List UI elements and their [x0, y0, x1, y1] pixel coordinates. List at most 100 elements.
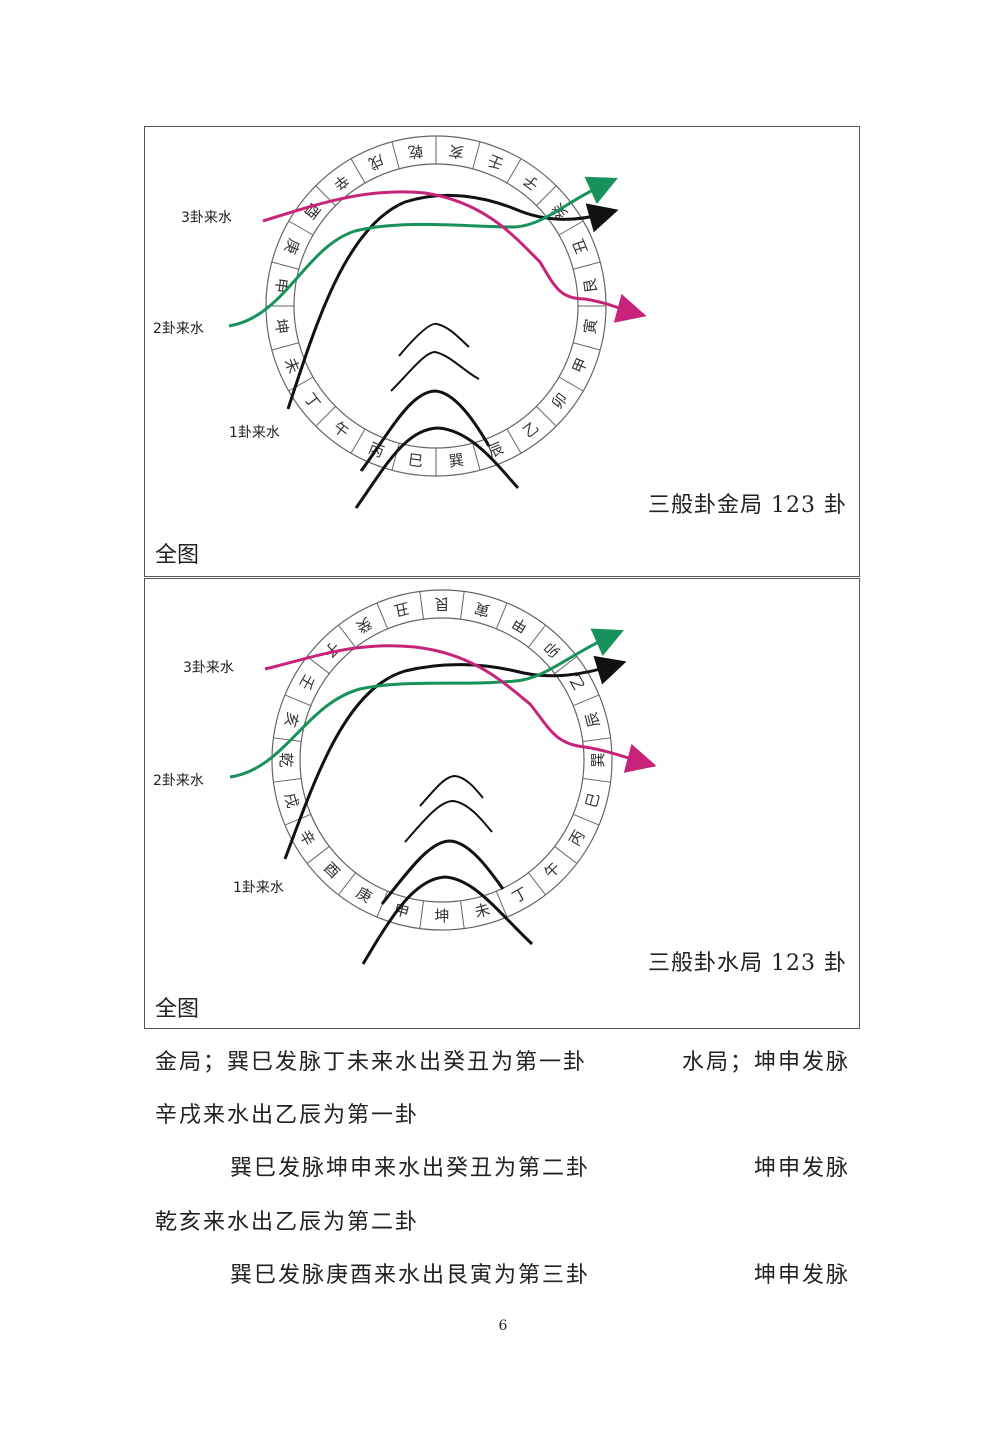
- ring-divider: [558, 220, 584, 236]
- mountain-label: 壬: [485, 151, 506, 173]
- flow-label-3: 3卦来水: [181, 210, 232, 226]
- mountain-ring: 坤申庚酉辛戌乾亥壬子癸丑艮寅甲卯乙辰巽巳丙午丁未: [271, 589, 613, 931]
- mountain-label: 午: [541, 859, 564, 882]
- mountain-label: 艮: [581, 277, 601, 294]
- flow-line-3: [262, 190, 647, 323]
- ring-divider: [472, 141, 481, 169]
- ring-divider: [506, 428, 522, 454]
- mountain-label: 丁: [509, 884, 531, 907]
- body-text-line: 乾亥来水出乙辰为第二卦: [155, 1210, 420, 1235]
- mountain-label: 巽: [448, 451, 465, 471]
- ring-divider: [271, 342, 299, 351]
- flow-label-3: 3卦来水: [183, 660, 234, 676]
- mountain-label: 酉: [320, 859, 343, 882]
- ring-circle: [271, 589, 613, 931]
- ring-divider: [495, 890, 508, 918]
- ring-divider: [350, 158, 366, 184]
- mountain-label: 亥: [448, 141, 465, 161]
- ring-divider: [536, 406, 557, 427]
- mountain-label: 卯: [541, 638, 564, 661]
- ring-divider: [460, 900, 465, 929]
- ring-divider: [306, 846, 330, 864]
- ring-divider: [554, 656, 578, 674]
- flow-line-2: [229, 628, 624, 779]
- diagram-water-bureau: 坤申庚酉辛戌乾亥壬子癸丑艮寅甲卯乙辰巽巳丙午丁未 3卦来水 2卦来水 1卦来水 …: [144, 578, 860, 1029]
- ring-divider: [391, 141, 400, 169]
- flow-line-1: [286, 193, 619, 410]
- flow-label-1: 1卦来水: [233, 880, 284, 896]
- ring-divider: [460, 591, 465, 620]
- ring-divider: [506, 158, 522, 184]
- page-number: 6: [498, 1318, 508, 1334]
- ring-divider: [573, 342, 601, 351]
- ring-divider: [273, 737, 302, 742]
- mountain-label: 戌: [366, 151, 387, 173]
- mountain-label: 坤: [434, 907, 449, 925]
- ring-circle: [293, 163, 579, 449]
- mountain-label: 巳: [407, 451, 424, 471]
- ring-divider: [288, 376, 314, 392]
- diagram-gold-bureau: 巳丙午丁未坤申庚酉辛戌乾亥壬子癸丑艮寅甲卯乙辰巽 3卦来水 2卦来水 1卦来水 …: [144, 126, 860, 577]
- body-text-line: 巽巳发脉坤申来水出癸丑为第二卦: [230, 1156, 591, 1181]
- flow-line-1: [283, 655, 627, 860]
- compass-diagram: 坤申庚酉辛戌乾亥壬子癸丑艮寅甲卯乙辰巽巳丙午丁未 3卦来水 2卦来水 1卦来水: [153, 589, 657, 965]
- ring-divider: [554, 846, 578, 864]
- ring-divider: [419, 591, 424, 620]
- ring-divider: [315, 406, 336, 427]
- mountain-label: 甲: [569, 355, 591, 376]
- ring-divider: [338, 624, 356, 648]
- flow-line-3: [264, 644, 657, 773]
- whole-figure-label: 全图: [155, 997, 200, 1022]
- mountain-label: 乙: [520, 418, 543, 441]
- ring-divider: [284, 694, 312, 707]
- mountain-label: 丙: [566, 827, 589, 849]
- mountain-ridges: [361, 774, 534, 965]
- mountain-ridges: [354, 322, 520, 509]
- ring-divider: [495, 602, 508, 630]
- ring-divider: [338, 872, 356, 896]
- diagram-caption: 三般卦金局 123 卦: [648, 493, 847, 518]
- compass-diagram: 巳丙午丁未坤申庚酉辛戌乾亥壬子癸丑艮寅甲卯乙辰巽 3卦来水 2卦来水 1卦来水: [153, 135, 647, 509]
- ring-divider: [391, 443, 400, 471]
- flow-line-2: [228, 176, 618, 328]
- whole-figure-label: 全图: [155, 543, 200, 568]
- mountain-label: 未: [281, 355, 303, 376]
- ring-divider: [528, 624, 546, 648]
- ring-divider: [350, 428, 366, 454]
- ring-divider: [419, 900, 424, 929]
- mountain-label: 辛: [330, 171, 353, 194]
- mountain-label: 丁: [301, 390, 324, 413]
- mountain-label: 坤: [271, 318, 291, 335]
- mountain-label: 壬: [295, 671, 318, 693]
- mountain-label: 艮: [434, 595, 449, 613]
- ring-divider: [536, 185, 557, 206]
- mountain-label: 甲: [509, 613, 531, 636]
- ring-divider: [271, 261, 299, 270]
- mountain-label: 卯: [548, 390, 571, 413]
- ring-divider: [572, 813, 600, 826]
- ring-divider: [528, 872, 546, 896]
- mountain-label: 乾: [407, 141, 424, 161]
- mountain-label: 庚: [281, 236, 303, 257]
- ring-divider: [558, 376, 584, 392]
- body-text-line: 坤申发脉: [753, 1263, 850, 1288]
- ring-divider: [582, 778, 611, 783]
- ring-divider: [284, 813, 312, 826]
- flow-label-2: 2卦来水: [153, 773, 204, 789]
- mountain-label: 申: [392, 900, 411, 921]
- body-text-line: 金局；巽巳发脉丁未来水出癸丑为第一卦: [155, 1050, 588, 1075]
- body-text-line: 坤申发脉: [753, 1156, 850, 1181]
- mountain-label: 未: [473, 900, 492, 921]
- ring-circle: [299, 617, 585, 903]
- ring-divider: [582, 737, 611, 742]
- mountain-label: 辰: [582, 710, 603, 729]
- mountain-label: 巳: [582, 791, 603, 810]
- ring-divider: [376, 602, 389, 630]
- ring-divider: [472, 443, 481, 471]
- mountain-label: 辛: [295, 827, 318, 849]
- mountain-ring: 巳丙午丁未坤申庚酉辛戌乾亥壬子癸丑艮寅甲卯乙辰巽: [265, 135, 607, 477]
- mountain-label: 庚: [353, 884, 375, 907]
- mountain-label: 戌: [281, 791, 302, 810]
- mountain-label: 寅: [581, 318, 601, 335]
- ring-divider: [288, 220, 314, 236]
